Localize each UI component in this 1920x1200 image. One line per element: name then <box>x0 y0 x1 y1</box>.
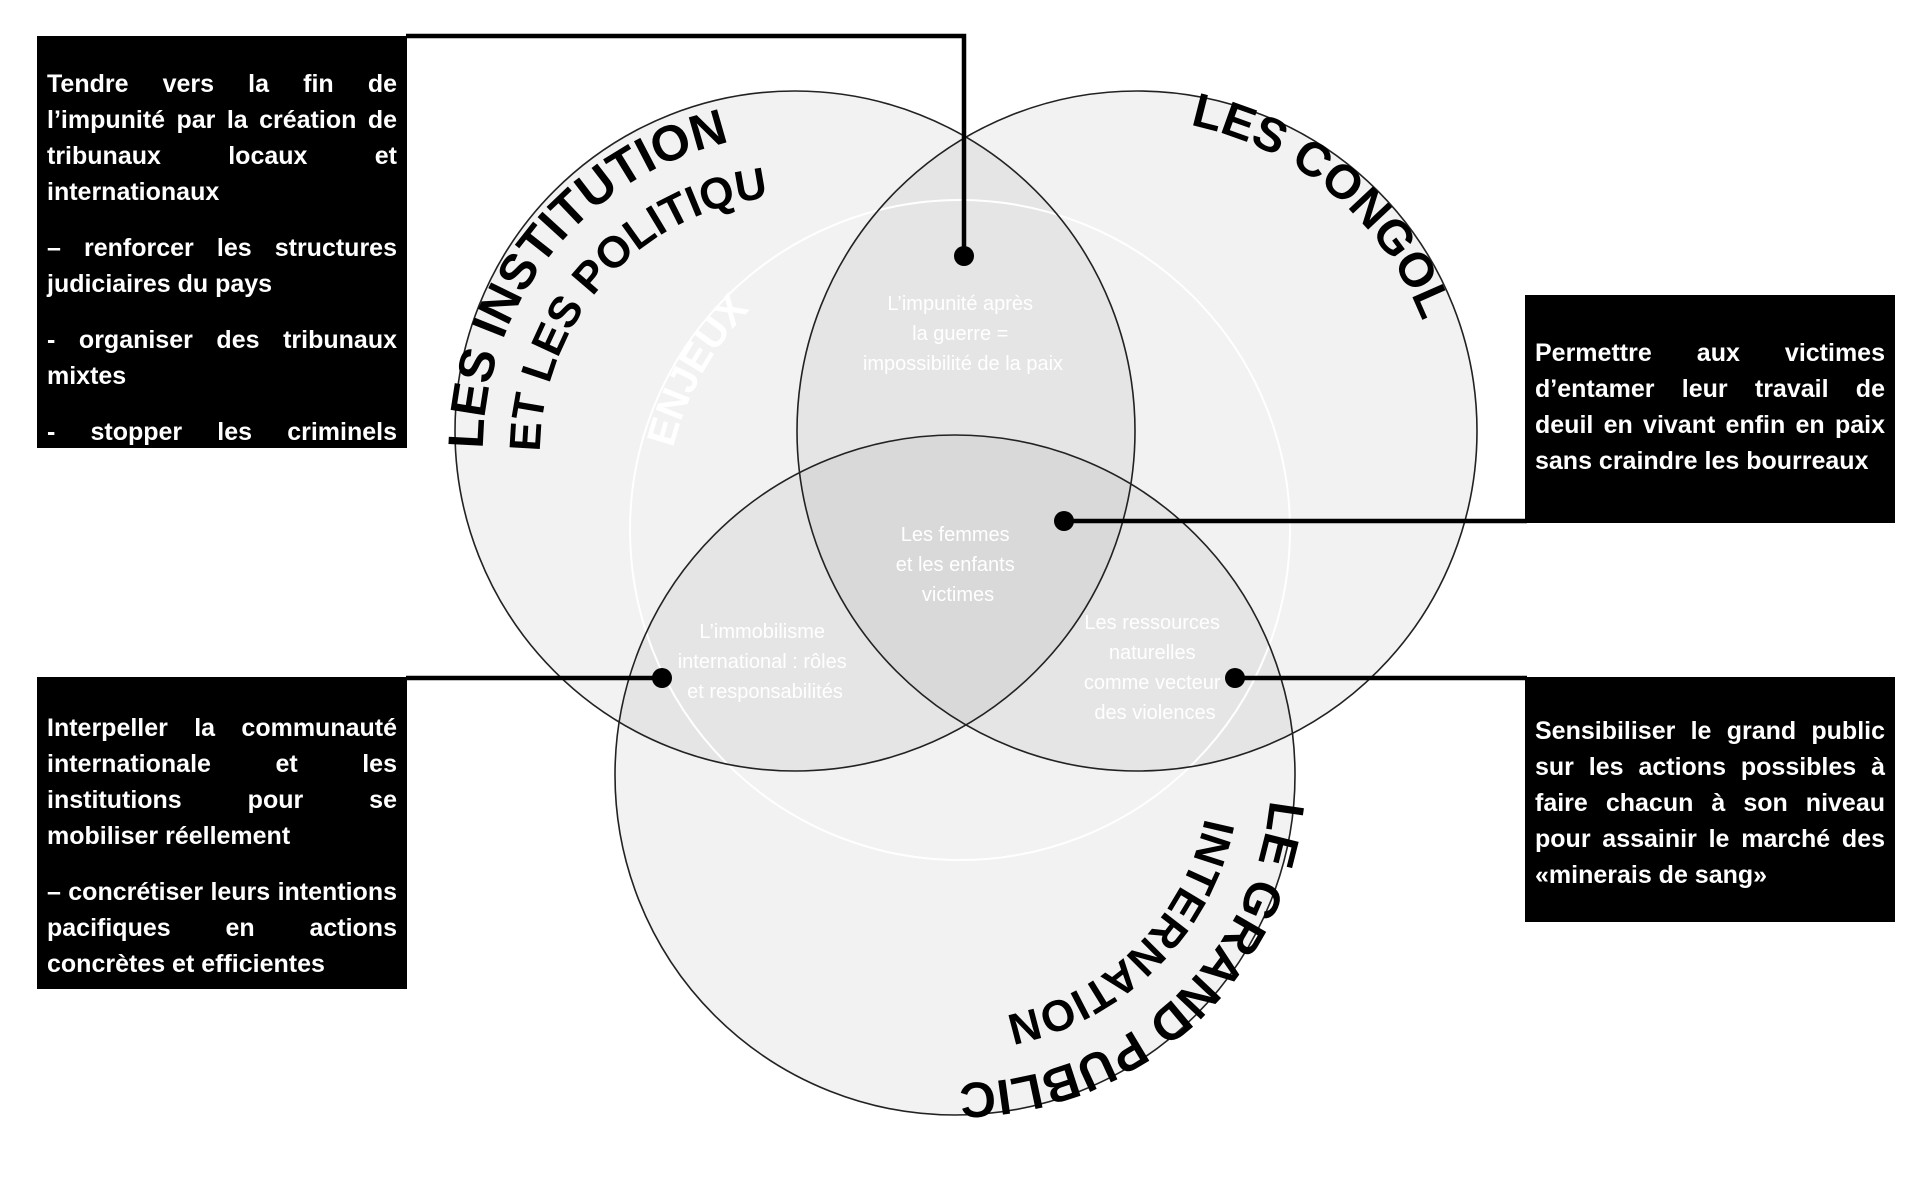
venn-outlines <box>454 90 1478 1116</box>
dot-top <box>954 246 974 266</box>
connector-dots <box>652 246 1245 688</box>
box-paragraph: Sensibiliser le grand public sur les act… <box>1535 717 1885 889</box>
outline-institutions <box>454 90 1136 772</box>
annotation-box-international: Interpeller la communauté internationale… <box>37 677 407 989</box>
annotation-box-congolais: Permettre aux victimes d’entamer leur tr… <box>1525 295 1895 523</box>
annotation-box-institutions: Tendre vers la fin de l’impunité par la … <box>37 36 407 482</box>
outline-grand-public <box>614 434 1296 1116</box>
annotation-box-grand-public: Sensibiliser le grand public sur les act… <box>1525 677 1895 922</box>
box-paragraph: – concrétiser leurs intentions pacifique… <box>47 878 397 978</box>
zone-text-right: Les ressources naturelles comme vecteur … <box>1084 612 1226 724</box>
box-paragraph: – renforcer les structures judiciaires d… <box>47 234 397 298</box>
circle-grand-public <box>615 435 1295 1115</box>
box-paragraph: - organiser des tribunaux mixtes <box>47 326 397 390</box>
box-paragraph: Permettre aux victimes d’entamer leur tr… <box>1535 339 1885 475</box>
dot-right <box>1225 668 1245 688</box>
connector-top-left <box>406 33 967 256</box>
connectors <box>406 33 1527 681</box>
dot-left <box>652 668 672 688</box>
box-paragraph: Tendre vers la fin de l’impunité par la … <box>47 70 397 206</box>
zone-text-left: L’immobilisme international : rôles et r… <box>678 621 853 703</box>
box-paragraph: - stopper les criminels toujours en acti… <box>47 418 397 482</box>
zone-text-center: Les femmes et les enfants victimes <box>896 524 1021 606</box>
zone-text-top: L’impunité après la guerre = impossibili… <box>863 293 1063 375</box>
outline-congolais <box>796 90 1478 772</box>
dot-center <box>1054 511 1074 531</box>
inner-ring-enjeux <box>629 199 1291 861</box>
box-paragraph: Interpeller la communauté internationale… <box>47 714 397 850</box>
